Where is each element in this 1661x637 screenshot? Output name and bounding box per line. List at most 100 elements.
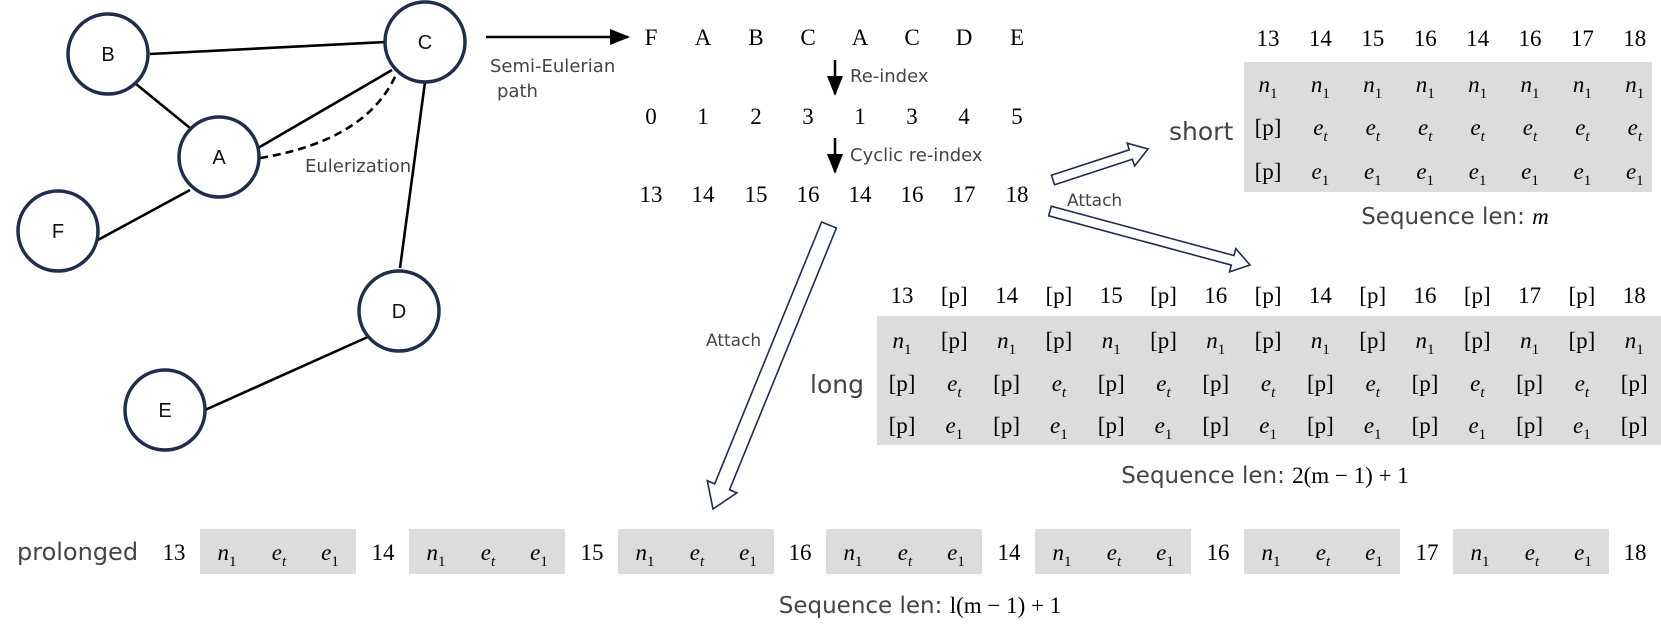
short-cell-edge-type: et [1366, 115, 1381, 145]
cyclic-reindex-label: Cyclic re-index [850, 145, 983, 166]
prolonged-index: 13 [163, 540, 186, 565]
long-header-item: 18 [1623, 283, 1646, 308]
long-header-item: [p] [1045, 283, 1072, 308]
long-table: 13n1[p][p][p][p]ete114n1[p][p][p][p]ete1… [877, 283, 1661, 445]
long-cell-edge: [p] [1307, 413, 1334, 438]
long-cell-edge-type: [p] [1412, 371, 1439, 396]
short-cell-node: n1 [1363, 72, 1382, 102]
path-letter: A [695, 25, 712, 50]
prolonged-cell-edge-type: et [1525, 540, 1540, 570]
short-cell-edge: [p] [1255, 159, 1282, 184]
prolonged-index: 16 [1207, 540, 1230, 565]
eulerization-label: Eulerization [305, 156, 411, 177]
long-length-expr: 2(m − 1) + 1 [1292, 463, 1409, 488]
long-header-item: [p] [1255, 283, 1282, 308]
prolonged-cell-edge: e1 [1365, 540, 1383, 570]
prolonged-block [618, 529, 774, 574]
reindexed-value: 1 [854, 104, 866, 129]
attach-label-short-long: Attach [1067, 191, 1122, 211]
long-cell-edge: [p] [1412, 413, 1439, 438]
edge-b-a [135, 82, 191, 130]
long-header-item: [p] [1150, 283, 1177, 308]
semi-eulerian-label: Semi-Eulerian [490, 56, 615, 77]
short-cell-edge-type: et [1418, 115, 1433, 145]
short-cell-node: n1 [1416, 72, 1435, 102]
long-cell-edge-type: et [1156, 371, 1171, 401]
path-letter: E [1010, 25, 1024, 50]
prolonged-index: 15 [581, 540, 604, 565]
reindex-label: Re-index [850, 66, 929, 87]
short-cell-node: n1 [1468, 72, 1487, 102]
short-cell-edge: e1 [1521, 159, 1539, 189]
long-cell-edge: [p] [1516, 413, 1543, 438]
short-cell-edge-type: et [1628, 115, 1643, 145]
cyclic-index: 17 [953, 182, 976, 207]
long-cell-edge: [p] [1098, 413, 1125, 438]
attach-arrow-long [1047, 205, 1252, 274]
prolonged-cell-node: n1 [636, 540, 655, 570]
long-cell-edge-type: et [947, 371, 962, 401]
long-cell-node: [p] [1464, 328, 1491, 353]
short-header-index: 13 [1257, 26, 1280, 51]
graph-edges [95, 40, 427, 412]
long-table-band [877, 316, 1661, 445]
prolonged-label: prolonged [17, 538, 138, 566]
short-cell-edge: e1 [1469, 159, 1487, 189]
cyclic-index: 16 [901, 182, 924, 207]
long-header-item: [p] [1464, 283, 1491, 308]
reindexed-value: 0 [645, 104, 657, 129]
long-cell-edge: [p] [1621, 413, 1648, 438]
short-cell-edge-type: et [1470, 115, 1485, 145]
short-cell-edge: e1 [1626, 159, 1644, 189]
long-cell-edge-type: et [1575, 371, 1590, 401]
long-cell-node: [p] [1255, 328, 1282, 353]
edge-c-d [398, 81, 427, 269]
short-cell-node: n1 [1311, 72, 1330, 102]
prolonged-cell-node: n1 [1053, 540, 1072, 570]
long-cell-node: n1 [1102, 328, 1121, 358]
long-cell-node: n1 [1520, 328, 1539, 358]
long-header-item: [p] [1359, 283, 1386, 308]
cyclic-index: 15 [745, 182, 768, 207]
svg-text:B: B [101, 44, 114, 66]
edge-a-c [257, 68, 393, 150]
svg-text:A: A [212, 147, 226, 169]
edge-a-f [95, 188, 191, 243]
long-length-label: Sequence len: 2(m − 1) + 1 [1121, 463, 1409, 489]
short-header-index: 16 [1519, 26, 1542, 51]
short-cell-edge-type: [p] [1255, 115, 1282, 140]
prolonged-block [200, 529, 356, 574]
prolonged-cell-node: n1 [218, 540, 237, 570]
node-f: F [16, 189, 100, 273]
long-cell-node: [p] [1150, 328, 1177, 353]
attach-arrow-short [1050, 142, 1150, 186]
path-letter: F [645, 25, 658, 50]
prolonged-length-expr: l(m − 1) + 1 [950, 593, 1062, 618]
long-cell-edge-type: [p] [993, 371, 1020, 396]
reindexed-value: 2 [750, 104, 762, 129]
prolonged-cell-edge: e1 [947, 540, 965, 570]
short-header-index: 18 [1623, 26, 1646, 51]
attach-label-prolonged: Attach [706, 331, 761, 351]
long-cell-edge: e1 [1364, 413, 1382, 443]
long-cell-node: n1 [893, 328, 912, 358]
short-cell-edge: e1 [1312, 159, 1330, 189]
long-cell-edge-type: [p] [1202, 371, 1229, 396]
prolonged-cell-edge: e1 [739, 540, 757, 570]
reindexed-value: 4 [958, 104, 970, 129]
short-cell-edge: e1 [1574, 159, 1592, 189]
long-cell-node: [p] [1045, 328, 1072, 353]
prolonged-cell-edge-type: et [1107, 540, 1122, 570]
short-cell-node: n1 [1573, 72, 1592, 102]
semi-eulerian-label-line2: path [497, 81, 538, 102]
short-header-index: 15 [1361, 26, 1384, 51]
long-cell-edge: e1 [945, 413, 963, 443]
long-cell-edge: e1 [1468, 413, 1486, 443]
prolonged-cell-node: n1 [844, 540, 863, 570]
node-e: E [123, 368, 207, 452]
short-table: 13n1[p][p]14n1ete115n1ete116n1ete114n1et… [1244, 26, 1652, 192]
path-letter: D [956, 25, 973, 50]
short-cell-edge: e1 [1416, 159, 1434, 189]
long-header-item: 14 [1309, 283, 1333, 308]
